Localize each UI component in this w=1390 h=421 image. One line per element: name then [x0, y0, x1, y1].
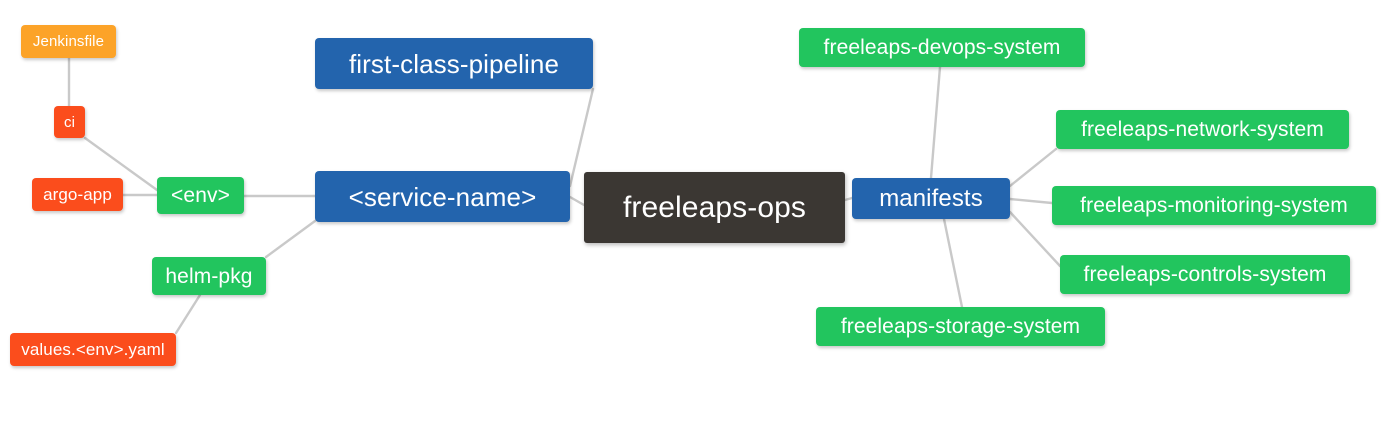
edge-manifests-to-devops-system: [929, 65, 942, 180]
node-label-devops-system: freeleaps-devops-system: [823, 36, 1061, 59]
node-label-manifests: manifests: [879, 184, 983, 212]
node-label-network-system: freeleaps-network-system: [1081, 118, 1324, 141]
node-label-controls-system: freeleaps-controls-system: [1083, 263, 1327, 286]
node-manifests[interactable]: manifests: [852, 178, 1010, 219]
node-label-first-class-pipeline: first-class-pipeline: [348, 48, 560, 79]
node-env[interactable]: <env>: [157, 177, 244, 214]
node-helm-pkg[interactable]: helm-pkg: [152, 257, 266, 295]
node-label-jenkinsfile: Jenkinsfile: [32, 33, 105, 50]
node-storage-system[interactable]: freeleaps-storage-system: [816, 307, 1105, 346]
node-label-service-name: <service-name>: [348, 181, 537, 212]
edge-root-to-service-name: [568, 195, 586, 207]
node-controls-system[interactable]: freeleaps-controls-system: [1060, 255, 1350, 294]
node-label-root: freeleaps-ops: [622, 190, 807, 224]
edge-service-name-to-helm-pkg: [264, 219, 317, 259]
node-label-values-yaml: values.<env>.yaml: [21, 340, 165, 359]
node-monitoring-system[interactable]: freeleaps-monitoring-system: [1052, 186, 1376, 225]
node-jenkinsfile[interactable]: Jenkinsfile: [21, 25, 116, 58]
node-label-argo-app: argo-app: [43, 185, 112, 204]
node-devops-system[interactable]: freeleaps-devops-system: [799, 28, 1085, 67]
edge-manifests-to-storage-system: [942, 217, 964, 309]
edge-manifests-to-monitoring-system: [1008, 197, 1054, 205]
edge-manifests-to-network-system: [1008, 147, 1058, 188]
node-label-monitoring-system: freeleaps-monitoring-system: [1080, 194, 1348, 217]
node-network-system[interactable]: freeleaps-network-system: [1056, 110, 1349, 149]
node-label-env: <env>: [171, 184, 230, 207]
node-root[interactable]: freeleaps-ops: [584, 172, 845, 243]
node-ci[interactable]: ci: [54, 106, 85, 138]
node-values-yaml[interactable]: values.<env>.yaml: [10, 333, 176, 366]
edge-helm-pkg-to-values-yaml: [174, 293, 202, 335]
node-argo-app[interactable]: argo-app: [32, 178, 123, 211]
edge-root-to-manifests: [843, 196, 854, 202]
node-label-helm-pkg: helm-pkg: [165, 264, 253, 288]
node-service-name[interactable]: <service-name>: [315, 171, 570, 222]
node-label-ci: ci: [63, 113, 76, 131]
node-label-storage-system: freeleaps-storage-system: [840, 315, 1081, 338]
node-first-class-pipeline[interactable]: first-class-pipeline: [315, 38, 593, 89]
